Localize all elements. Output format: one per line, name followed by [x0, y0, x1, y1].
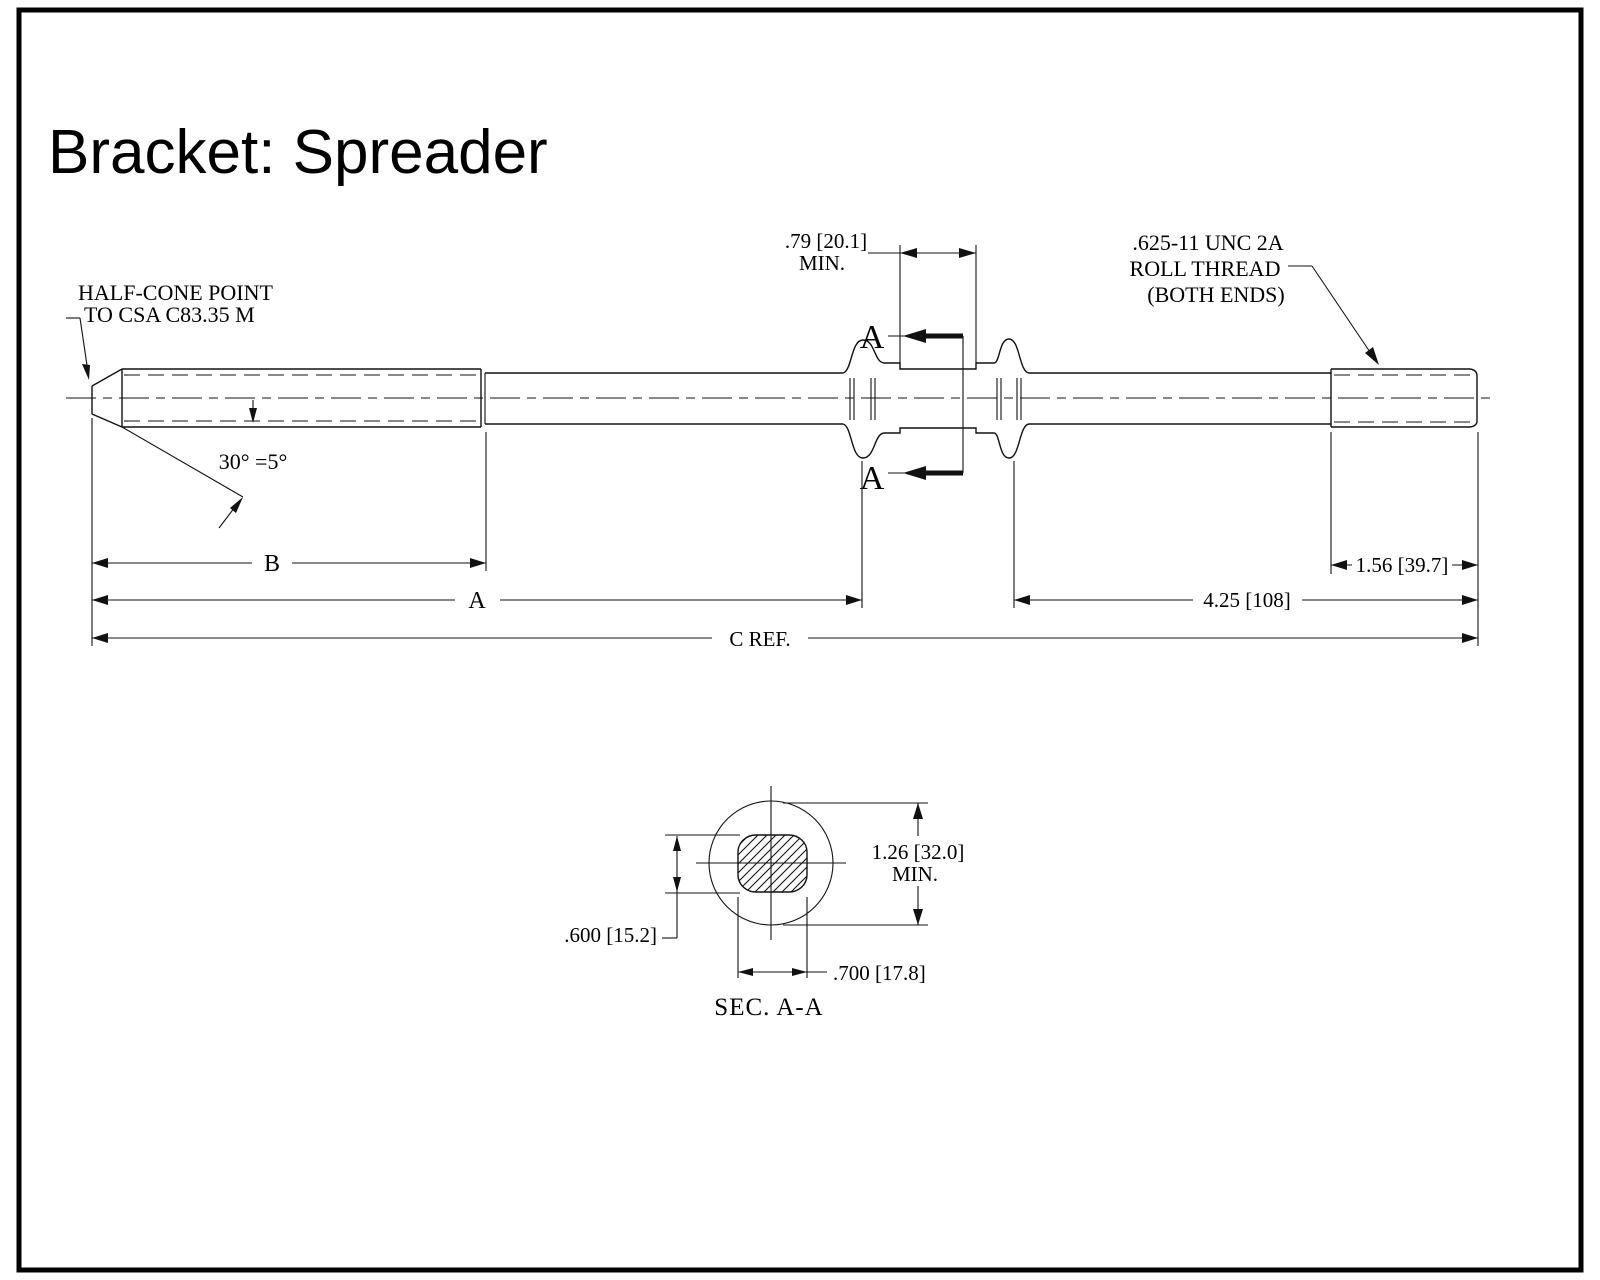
dimension-section-diameter: 1.26 [32.0] MIN. [783, 802, 965, 926]
dim-arrowhead [1014, 595, 1030, 605]
dim-arrowhead [792, 968, 807, 976]
left-shaft [485, 372, 843, 425]
thread-note-line3: (BOTH ENDS) [1147, 282, 1285, 307]
dim-arrowhead [470, 558, 486, 568]
section-hatched-core [737, 834, 808, 893]
section-letter-top: A [860, 319, 885, 356]
dim-arrowhead [92, 558, 108, 568]
dim-right-end-value: 4.25 [108] [1203, 588, 1291, 612]
section-arrow-bottom [903, 466, 926, 480]
right-flange [993, 338, 1030, 459]
section-view: 1.26 [32.0] MIN. .600 [15.2] .700 [17.8]… [564, 786, 964, 1021]
dimension-a: A [92, 588, 862, 614]
left-flange [842, 339, 885, 459]
section-arrow-top [903, 329, 926, 343]
thread-note-line1: .625-11 UNC 2A [1132, 230, 1283, 255]
right-thread-section [1330, 368, 1478, 428]
thread-tick-arrowhead [249, 408, 257, 423]
dim-arrowhead [1462, 633, 1478, 643]
cone-point [91, 368, 123, 428]
section-diameter-value: 1.26 [32.0] [872, 840, 965, 864]
dim-arrowhead [92, 595, 108, 605]
leader-arrowhead [1365, 347, 1379, 365]
dim-arrowhead [1331, 560, 1347, 570]
half-cone-note-line1: HALF-CONE POINT [78, 280, 274, 305]
length-dimensions: B A 4.25 [108] C REF. [91, 418, 1479, 651]
dim-arrowhead [92, 633, 108, 643]
groove-width-value: .79 [20.1] [785, 229, 867, 253]
half-cone-note: HALF-CONE POINT TO CSA C83.35 M [66, 280, 274, 380]
dimension-b: B [92, 551, 486, 577]
right-shaft [1029, 372, 1331, 425]
section-diameter-min: MIN. [892, 862, 938, 886]
dimension-flat-width: .700 [17.8] [737, 897, 926, 985]
dim-arrowhead [673, 877, 681, 892]
dim-arrowhead [846, 595, 862, 605]
dim-arrowhead [913, 803, 923, 819]
cone-angle-note: 30° =5° [121, 400, 288, 529]
dimension-right-end: 4.25 [108] [1014, 588, 1478, 612]
dim-right-thread-value: 1.56 [39.7] [1356, 553, 1449, 577]
half-cone-note-line2: TO CSA C83.35 M [84, 302, 255, 327]
dim-c-label: C REF. [729, 627, 790, 651]
dim-arrowhead [913, 909, 923, 925]
flat-width-value: .700 [17.8] [833, 961, 926, 985]
leader-arrowhead [82, 364, 90, 380]
dim-arrowhead [673, 836, 681, 851]
sheet-border [16, 7, 1584, 1273]
groove-width-min: MIN. [799, 251, 845, 275]
dim-arrowhead [1462, 560, 1478, 570]
center-hub [884, 362, 994, 434]
dim-arrowhead [1462, 595, 1478, 605]
section-view-title: SEC. A-A [714, 994, 823, 1021]
roll-thread-note: .625-11 UNC 2A ROLL THREAD (BOTH ENDS) [1130, 230, 1379, 365]
leader-notes: HALF-CONE POINT TO CSA C83.35 M 30° =5° … [66, 229, 1379, 529]
section-letter-bottom: A [860, 460, 885, 497]
angle-arrowhead [230, 497, 243, 513]
dim-arrowhead [738, 968, 753, 976]
flat-height-value: .600 [15.2] [564, 923, 657, 947]
dimension-right-thread: 1.56 [39.7] [1331, 553, 1478, 577]
cone-angle-label: 30° =5° [219, 449, 288, 474]
section-cut-line: A A [860, 319, 964, 497]
dim-arrowhead [900, 248, 917, 258]
page-title: Bracket: Spreader [48, 118, 548, 187]
dim-arrowhead [959, 248, 976, 258]
dimension-c-ref: C REF. [92, 627, 1478, 651]
left-thread-section [121, 368, 486, 428]
dimension-flat-height: .600 [15.2] [564, 834, 740, 947]
dim-a-label: A [468, 588, 486, 614]
thread-note-line2: ROLL THREAD [1130, 256, 1281, 281]
main-rod-view: A A [66, 319, 1495, 497]
dim-b-label: B [264, 551, 280, 577]
groove-width-dimension: .79 [20.1] MIN. [785, 229, 977, 369]
